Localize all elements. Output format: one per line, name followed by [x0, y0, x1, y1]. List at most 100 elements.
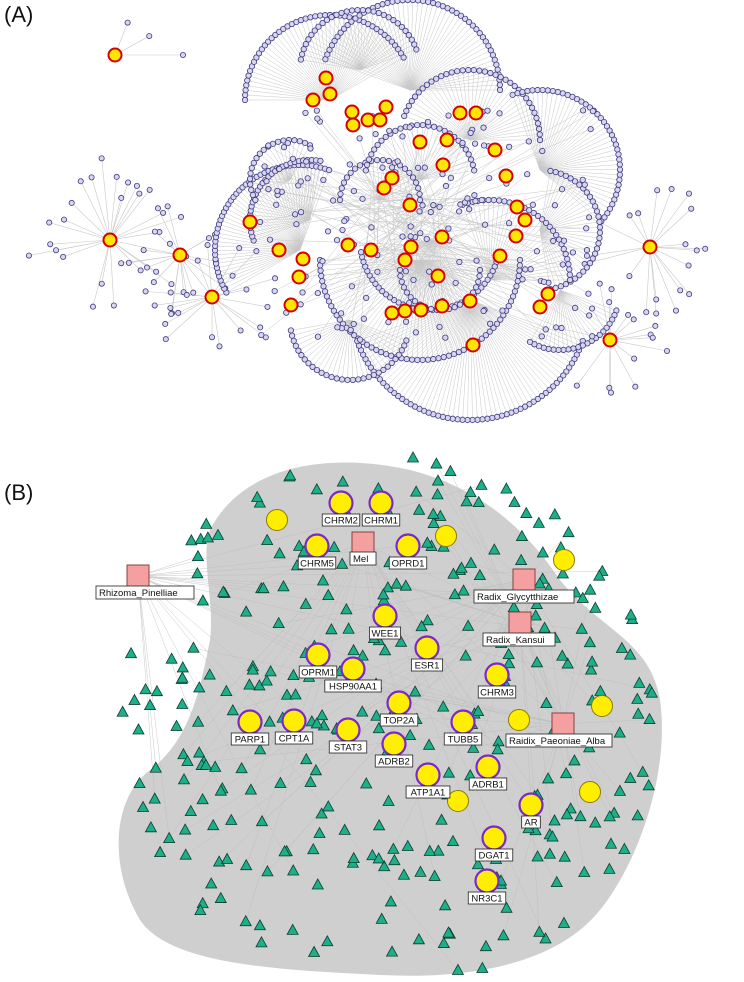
small-node: [407, 233, 414, 240]
small-node: [493, 320, 501, 327]
edge: [261, 49, 331, 101]
edge: [539, 229, 562, 287]
compound-triangle: [473, 568, 487, 581]
herb-label-box: [95, 585, 195, 600]
small-node: [297, 301, 304, 308]
compound-triangle: [390, 577, 403, 589]
edge: [349, 319, 402, 351]
small-node: [368, 224, 375, 231]
network-a-hubs: [102, 47, 658, 353]
hub-node: [642, 239, 658, 255]
hub-node: [540, 286, 556, 302]
small-node: [339, 226, 346, 234]
small-node: [554, 88, 561, 96]
edge: [419, 170, 475, 181]
compound-triangle: [310, 482, 323, 495]
small-node: [417, 230, 424, 237]
edge: [63, 239, 111, 258]
compound-triangle: [397, 868, 411, 880]
edge: [539, 130, 610, 171]
edge: [239, 190, 301, 251]
edge: [435, 128, 591, 196]
edge: [444, 208, 589, 294]
small-node: [526, 99, 533, 107]
small-node: [539, 216, 546, 223]
compound-triangle: [624, 608, 638, 620]
edge: [539, 90, 549, 171]
edge: [109, 182, 129, 241]
compound-triangle: [338, 823, 351, 835]
small-node: [372, 280, 379, 287]
herb-square: [512, 568, 536, 592]
small-node: [583, 247, 591, 254]
small-node: [511, 288, 519, 295]
small-node: [560, 237, 568, 244]
compound-triangle: [322, 800, 335, 812]
small-node: [484, 276, 491, 283]
compound-triangle: [502, 656, 516, 669]
edge: [329, 21, 364, 101]
small-node: [436, 203, 443, 211]
small-node: [237, 327, 244, 334]
small-node: [365, 373, 372, 381]
small-node: [550, 346, 557, 353]
edge: [329, 53, 402, 101]
small-node: [347, 326, 354, 334]
edge: [414, 299, 471, 407]
compound-triangle: [584, 583, 597, 595]
edge: [272, 169, 301, 251]
edge: [402, 229, 546, 330]
small-node: [354, 6, 361, 14]
small-node: [582, 101, 589, 108]
hub-node: [430, 268, 446, 284]
edge: [251, 219, 311, 233]
small-node: [319, 258, 326, 265]
compound-triangle: [299, 597, 312, 609]
small-node: [402, 318, 410, 325]
edge: [469, 85, 515, 141]
edge: [423, 145, 485, 204]
compound-triangle: [538, 621, 551, 633]
target-label: PARP1: [235, 735, 265, 746]
edge: [409, 21, 470, 91]
edge: [362, 542, 550, 835]
compound-triangle: [287, 864, 300, 876]
edge: [469, 299, 546, 394]
small-node: [47, 241, 54, 248]
network-b-herbs: Rhizoma_PinelliaeMelRadix_GlycytthizaeRa…: [95, 531, 613, 748]
small-node: [540, 278, 548, 285]
edge: [489, 269, 570, 281]
edge: [559, 289, 584, 346]
small-node: [519, 276, 526, 283]
target-label-box: [521, 815, 541, 829]
small-node: [538, 393, 545, 400]
compound-triangle: [576, 591, 589, 603]
target-node: [328, 490, 354, 516]
small-node: [606, 299, 613, 306]
small-node: [328, 14, 335, 21]
compound-triangle: [176, 697, 189, 709]
small-node: [167, 304, 174, 311]
compound-circle: [553, 549, 575, 571]
compound-triangle: [432, 844, 445, 856]
compound-triangle: [287, 668, 300, 681]
compound-triangle: [304, 775, 317, 787]
edge: [425, 200, 523, 280]
edge: [469, 299, 582, 346]
small-node: [302, 41, 309, 48]
small-node: [253, 248, 260, 255]
small-node: [653, 310, 660, 317]
edge: [409, 2, 434, 91]
small-node: [496, 81, 503, 88]
small-node: [583, 264, 590, 271]
edge: [447, 299, 471, 418]
small-node: [391, 297, 398, 304]
edge: [401, 299, 471, 400]
small-node: [118, 260, 125, 267]
edge: [576, 339, 611, 386]
edge: [539, 229, 598, 249]
edge: [310, 148, 393, 230]
edge: [289, 165, 301, 251]
edge: [137, 565, 298, 577]
edge: [439, 269, 477, 288]
